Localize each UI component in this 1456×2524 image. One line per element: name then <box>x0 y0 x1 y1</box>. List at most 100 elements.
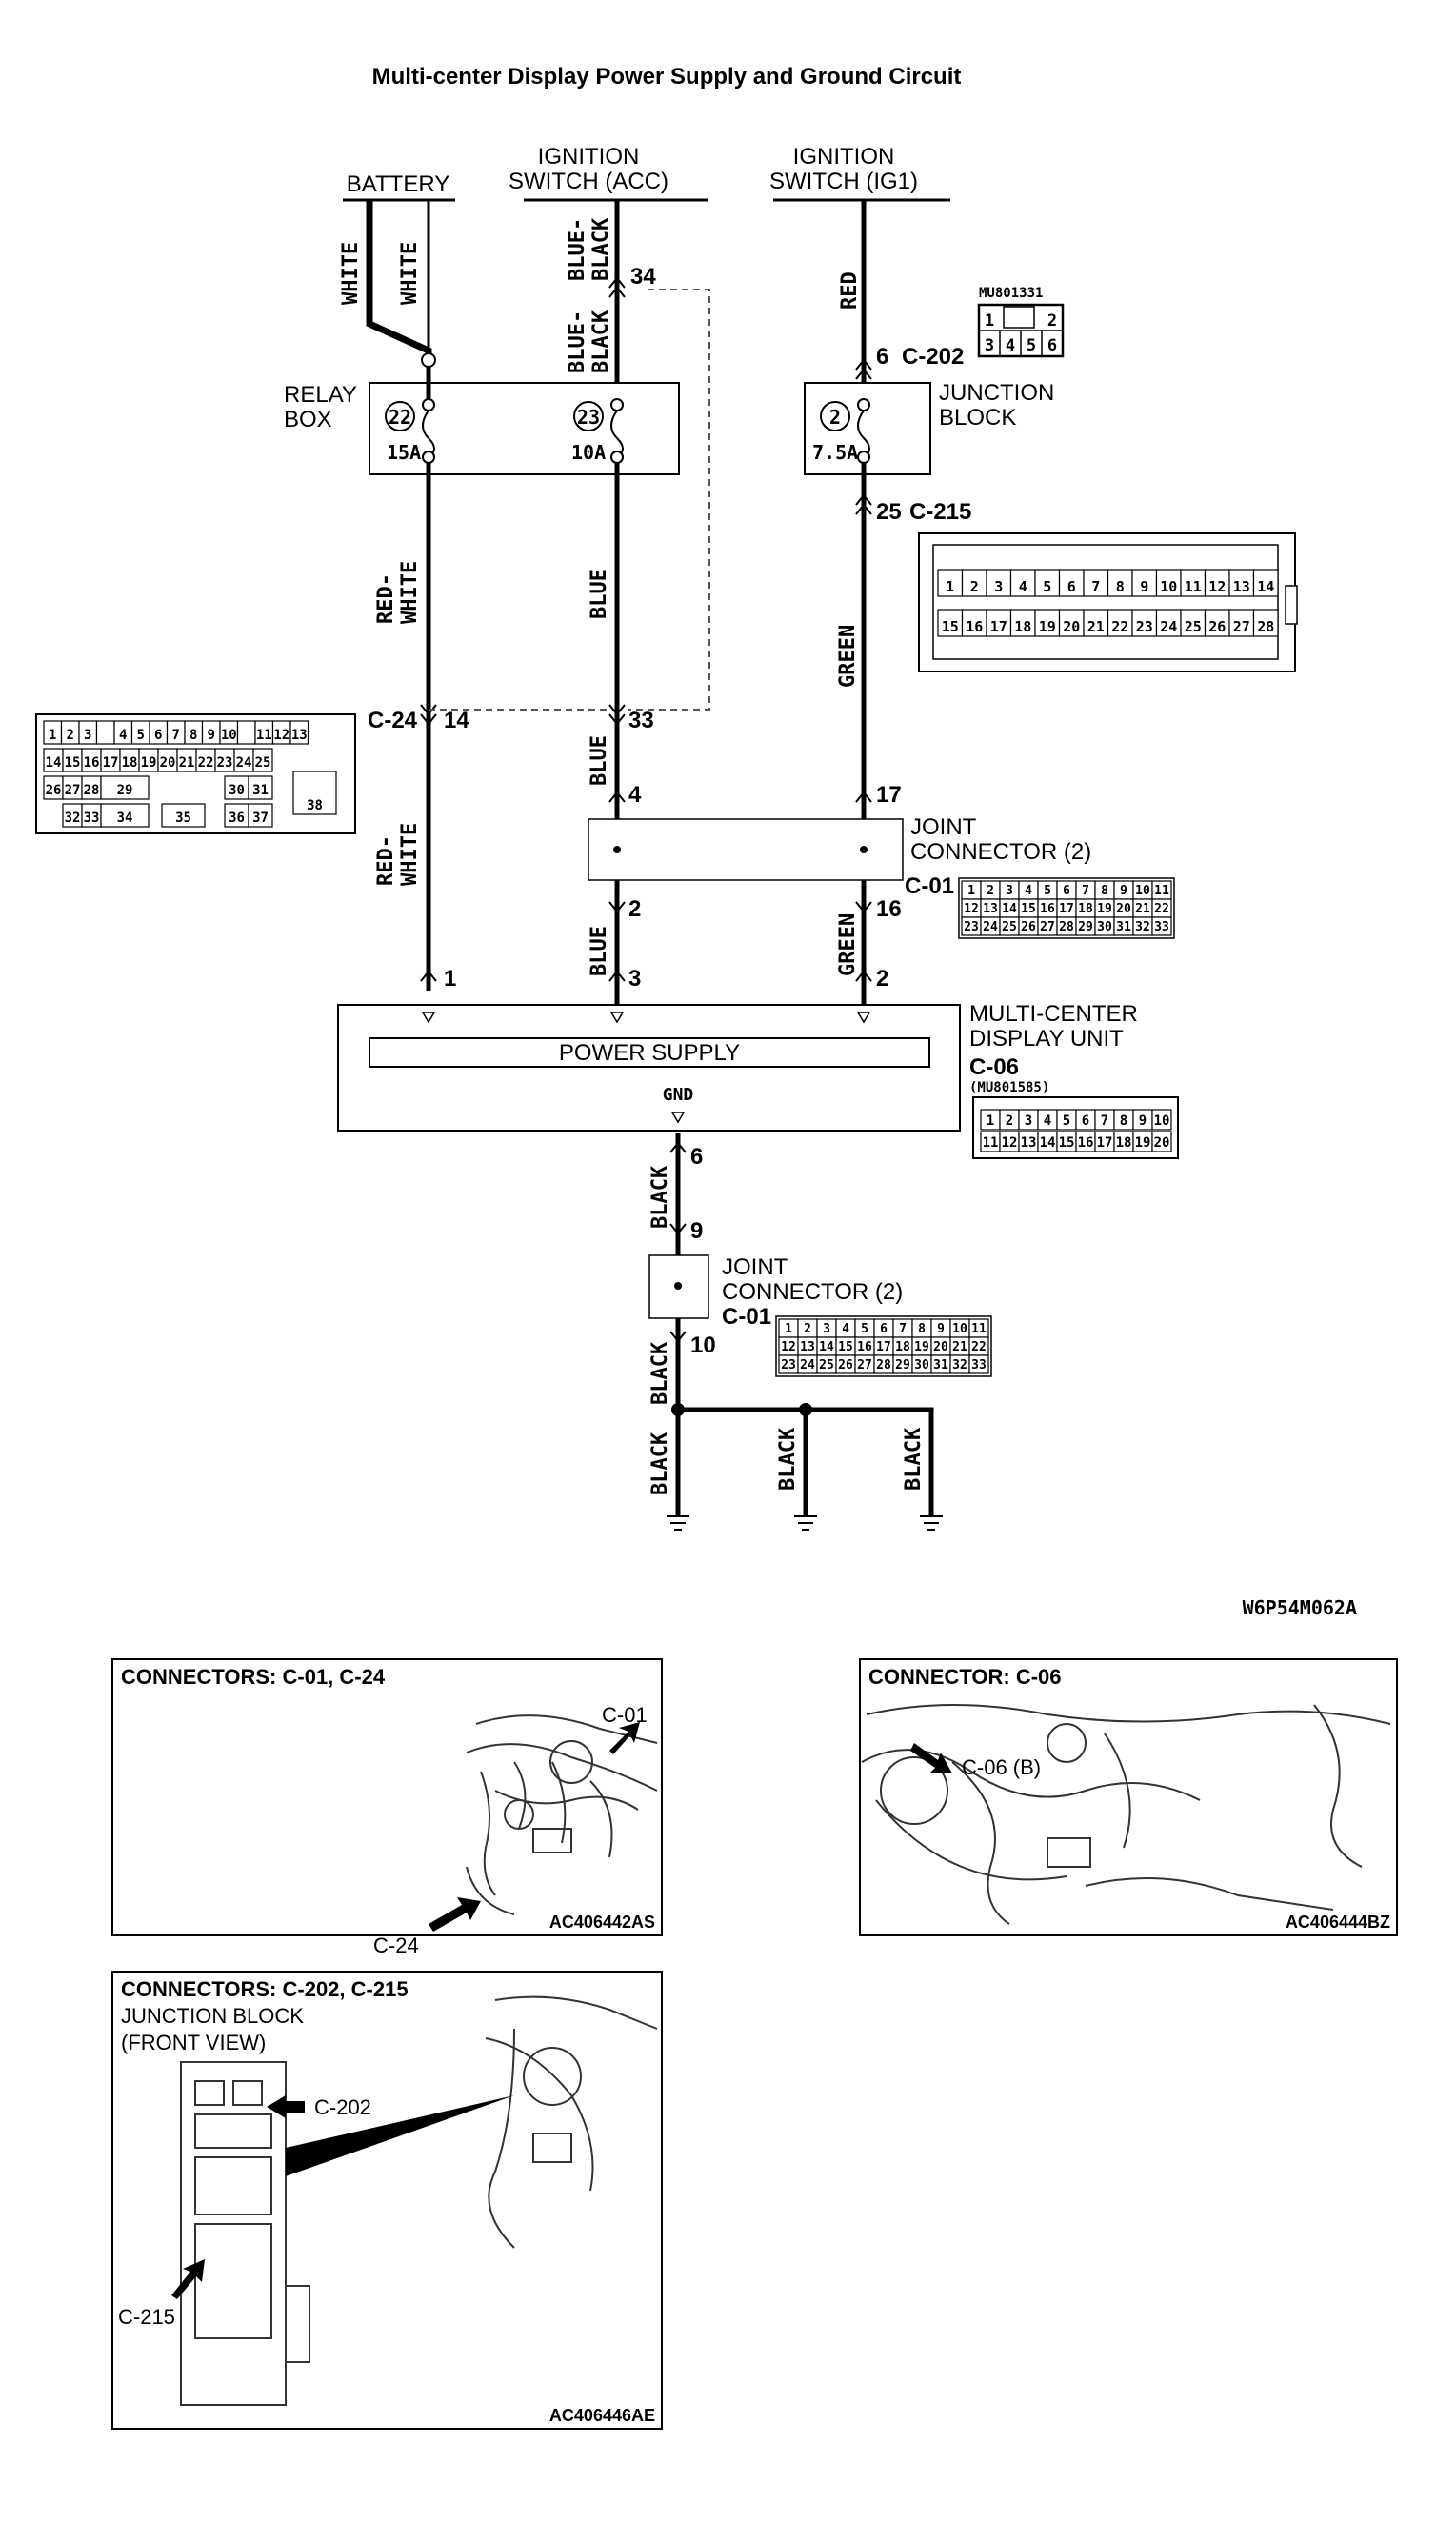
connector-pin-number: 11 <box>971 1322 987 1336</box>
connector-pin-number: 11 <box>983 1135 999 1151</box>
connector-pin-number: 12 <box>1208 578 1226 595</box>
connector-pin-number: 23 <box>964 920 979 934</box>
pin-gnd-6: 6 <box>690 1144 703 1170</box>
location-panel-c202-c215: CONNECTORS: C-202, C-215 JUNCTION BLOCK … <box>111 1971 663 2430</box>
connector-cell <box>1204 609 1230 637</box>
connector-pin-number: 27 <box>65 783 81 798</box>
mcd-label-line2: DISPLAY UNIT <box>969 1026 1124 1052</box>
connector-pin-number: 12 <box>1002 1135 1018 1151</box>
panel3-subtitle-line2: (FRONT VIEW) <box>121 2031 266 2054</box>
connector-pin-number: 4 <box>1019 578 1027 595</box>
pin-jc-16: 16 <box>876 896 902 922</box>
connector-pin-number: 24 <box>800 1358 815 1372</box>
connector-pin-number: 2 <box>67 728 74 743</box>
connector-pin-number: 2 <box>987 884 994 898</box>
svg-text:BLUE: BLUE <box>588 569 611 619</box>
connector-pin-number: 20 <box>160 755 176 771</box>
pin-acc-34: 34 <box>630 264 656 290</box>
battery-circuit: WHITE WHITE <box>339 200 436 368</box>
connector-pin-number: 10 <box>221 728 237 743</box>
connector-pin-number: 28 <box>1059 920 1074 934</box>
connector-cell <box>1151 916 1172 936</box>
power-supply-label: POWER SUPPLY <box>559 1040 740 1066</box>
svg-text:RED-: RED- <box>374 573 398 624</box>
pin-c24-14: 14 <box>444 708 469 733</box>
connector-cell <box>1151 1109 1172 1131</box>
connector-pin-number: 31 <box>933 1358 948 1372</box>
connector-pin-number: 11 <box>1185 578 1202 595</box>
connector-pin-number: 18 <box>1078 902 1093 916</box>
connector-pin-number: 16 <box>857 1340 872 1354</box>
svg-text:BLACK: BLACK <box>648 1341 672 1405</box>
conn-label-c24: C-24 <box>368 708 418 733</box>
connector-cell <box>1083 569 1109 597</box>
connector-pin-number: 7 <box>1091 578 1100 595</box>
connector-cell <box>1009 609 1036 637</box>
connector-pin-number: 35 <box>175 811 191 826</box>
connector-pin-number: 28 <box>1257 618 1274 635</box>
joint-connector-label-line2: CONNECTOR (2) <box>910 839 1091 865</box>
connector-pin-number: 5 <box>1043 578 1051 595</box>
connector-pin-number: 14 <box>1257 578 1274 595</box>
connector-pin-number: 25 <box>1185 618 1202 635</box>
connector-pin-number: 27 <box>1040 920 1055 934</box>
connector-cell <box>1228 569 1255 597</box>
connector-pin-number: 4 <box>1025 884 1032 898</box>
svg-text:GREEN: GREEN <box>836 913 860 976</box>
connector-pin-number: 24 <box>236 755 252 771</box>
ign-ig1-label-line1: IGNITION <box>793 144 895 170</box>
connector-pin-number: 20 <box>1116 902 1131 916</box>
connector-pin-number: 17 <box>1097 1135 1113 1151</box>
connector-pin-number: 24 <box>1160 618 1177 635</box>
connector-pin-number: 11 <box>256 728 272 743</box>
connector-pin-number: 17 <box>1059 902 1074 916</box>
connector-pin-number: 31 <box>252 783 269 798</box>
ground-symbol-icon <box>667 1515 689 1531</box>
panel3-subtitle-line1: JUNCTION BLOCK <box>121 2004 304 2028</box>
svg-text:BLUE-: BLUE- <box>566 218 589 281</box>
junction-block: JUNCTION BLOCK 2 7.5A <box>804 380 1054 475</box>
connector-pin-number: 19 <box>1135 1135 1151 1151</box>
panel1-title: CONNECTORS: C-01, C-24 <box>121 1665 386 1689</box>
connector-pin-number: 2 <box>804 1322 811 1336</box>
connector-pin-number: 8 <box>189 728 197 743</box>
connector-pin-number: 14 <box>46 755 62 771</box>
connector-pin-number: 29 <box>895 1358 910 1372</box>
connector-cell <box>161 803 206 828</box>
connector-pin-number: 26 <box>46 783 62 798</box>
pin-jc-4: 4 <box>628 782 642 808</box>
connector-pin-number: 22 <box>1111 618 1128 635</box>
acc-circuit-top: BLUE- BLACK BLUE- BLACK 34 <box>566 200 710 711</box>
connector-pin-number: 5 <box>1044 884 1051 898</box>
connector-cell <box>95 720 115 745</box>
ground-circuit: 6 BLACK 9 JOINT CONNECTOR (2) C-01 10 BL… <box>648 1133 943 1531</box>
connector-pin-number: 22 <box>198 755 214 771</box>
svg-text:4: 4 <box>1006 336 1015 355</box>
connector-cell <box>248 803 273 828</box>
connector-pin-number: 5 <box>1063 1113 1070 1129</box>
svg-text:6: 6 <box>1047 336 1057 355</box>
fuse-23-rating: 10A <box>571 441 606 464</box>
connector-pin-number: 23 <box>781 1358 796 1372</box>
connector-cell <box>961 609 987 637</box>
svg-text:3: 3 <box>985 336 994 355</box>
connector-pin-number: 27 <box>857 1358 872 1372</box>
connector-cell <box>1107 609 1133 637</box>
connector-pin-number: 10 <box>1135 884 1150 898</box>
connector-pin-number: 12 <box>964 902 979 916</box>
connector-pin-number: 21 <box>179 755 195 771</box>
connector-pin-number: 16 <box>1078 1135 1094 1151</box>
connector-pin-number: 33 <box>971 1358 987 1372</box>
pin-ig1-25: 25 <box>876 499 902 525</box>
connector-cell <box>252 748 273 772</box>
connector-pin-number: 1 <box>946 578 954 595</box>
svg-text:WHITE: WHITE <box>398 561 422 624</box>
connector-pin-number: 23 <box>217 755 233 771</box>
connector-cell <box>986 609 1012 637</box>
connector-pin-number: 3 <box>1025 1113 1032 1129</box>
pin-jc-2: 2 <box>628 896 641 922</box>
connector-pin-number: 8 <box>1101 884 1108 898</box>
